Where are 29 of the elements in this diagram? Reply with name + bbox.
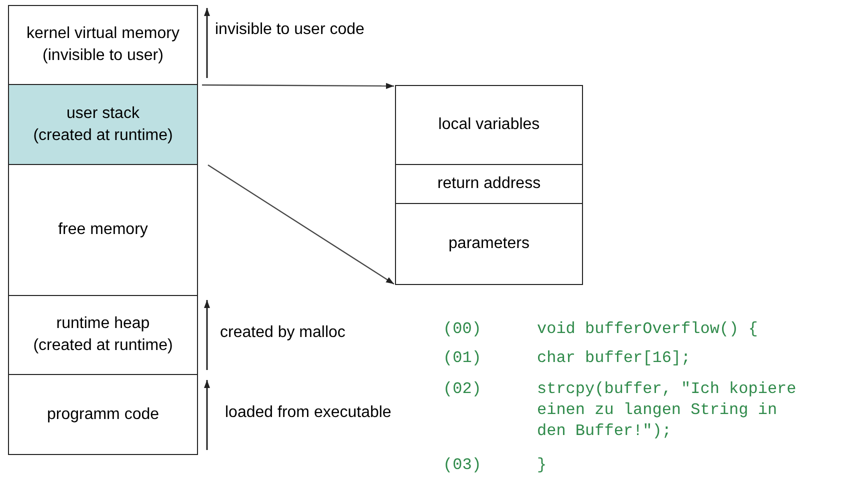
stack-frame-segment <box>395 164 583 204</box>
code-line: void bufferOverflow() { <box>537 319 759 340</box>
segment-label: kernel virtual memory (invisible to user) <box>26 24 180 66</box>
segment-label: runtime heap (created at runtime) <box>33 314 173 356</box>
code-line: strcpy(buffer, "Ich kopiere einen zu langen String in den Buffer!"); <box>537 379 796 442</box>
code-line: } <box>537 455 548 476</box>
memory-segment <box>8 84 198 165</box>
line-number: (00) <box>443 319 482 340</box>
annotation-text: invisible to user code <box>215 21 364 39</box>
segment-label: parameters <box>448 234 530 254</box>
segment-label: programm code <box>46 404 160 424</box>
segment-label: local variables <box>438 115 540 135</box>
annotation-text: created by malloc <box>220 324 346 342</box>
segment-label: return address <box>437 174 541 194</box>
line-number: (03) <box>443 455 482 476</box>
memory-segment <box>8 164 198 296</box>
code-line: char buffer[16]; <box>537 348 692 369</box>
stack-frame-segment <box>395 203 583 285</box>
segment-label: user stack (created at runtime) <box>33 104 173 146</box>
line-number: (01) <box>443 348 482 369</box>
memory-segment <box>8 295 198 375</box>
annotation-text: loaded from executable <box>225 404 392 422</box>
segment-label: free memory <box>58 220 148 240</box>
line-number: (02) <box>443 379 482 400</box>
memory-segment <box>8 5 198 85</box>
stack-frame-segment <box>395 85 583 165</box>
memory-segment <box>8 374 198 455</box>
arrow <box>202 82 394 89</box>
arrow <box>208 164 394 284</box>
